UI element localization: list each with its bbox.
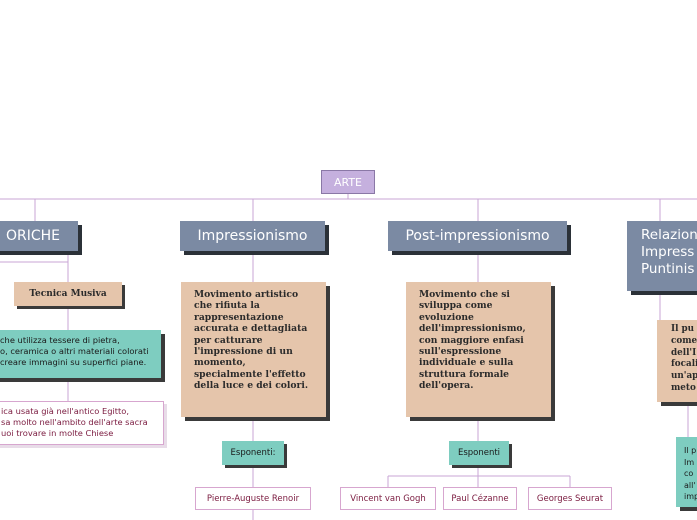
relazioni-note-line-5: imp	[684, 492, 697, 501]
history-line-2: sa molto nell'ambito dell'arte sacra	[1, 417, 148, 427]
root-node-arte[interactable]: ARTE	[321, 170, 375, 194]
relazioni-desc-line-2: come	[671, 335, 697, 346]
post-desc-line-8: struttura formale	[419, 368, 510, 380]
relazioni-note-line-2: Im	[684, 457, 695, 467]
artist-renoir[interactable]: Pierre-Auguste Renoir	[195, 487, 311, 510]
impressionismo-esponenti-label: Esponenti:	[230, 448, 276, 458]
artist-van-gogh[interactable]: Vincent van Gogh	[340, 487, 436, 510]
post-impressionismo-description[interactable]: Movimento che si sviluppa come evoluzion…	[406, 282, 551, 417]
artist-renoir-label: Pierre-Auguste Renoir	[206, 493, 300, 504]
impressionismo-desc-line-9: della luce e dei colori.	[194, 380, 309, 392]
artist-cezanne[interactable]: Paul Cézanne	[443, 487, 517, 510]
topic-tecniche-label: ORICHE	[5, 228, 61, 244]
relazioni-desc-line-5: un'ap	[671, 371, 697, 382]
definition-line-1: che utilizza tessere di pietra,	[0, 335, 120, 345]
impressionismo-desc-line-3: rappresentazione	[194, 311, 284, 323]
artist-seurat[interactable]: Georges Seurat	[528, 487, 612, 510]
impressionismo-description[interactable]: Movimento artistico che rifiuta la rappr…	[181, 282, 326, 417]
relazioni-note-line-3: co	[684, 469, 694, 478]
relazioni-title-line-2: Impress	[641, 244, 695, 260]
definition-line-3: creare immagini su superfici piane.	[0, 357, 147, 367]
post-desc-line-5: con maggiore enfasi	[419, 334, 524, 346]
technique-history[interactable]: ica usata già nell'antico Egitto, sa mol…	[0, 401, 164, 445]
relazioni-title-line-3: Puntinis	[641, 261, 695, 277]
post-desc-line-1: Movimento che si	[419, 289, 510, 300]
topic-post-impressionismo-label: Post-impressionismo	[405, 228, 550, 244]
impressionismo-esponenti[interactable]: Esponenti:	[222, 441, 284, 465]
post-desc-line-4: dell'impressionismo,	[419, 323, 526, 335]
post-desc-line-9: dell'opera.	[419, 380, 474, 392]
post-esponenti-label: Esponenti	[457, 448, 501, 458]
relazioni-desc-line-3: dell'I	[671, 347, 697, 358]
impressionismo-desc-line-2: che rifiuta la	[194, 300, 260, 312]
relazioni-note-line-4: all'	[684, 480, 696, 490]
topic-impressionismo[interactable]: Impressionismo	[180, 221, 325, 251]
post-desc-line-2: sviluppa come	[419, 300, 493, 312]
impressionismo-desc-line-4: accurata e dettagliata	[194, 323, 308, 335]
relazioni-title-line-1: Relazion	[641, 227, 697, 243]
relazioni-description[interactable]: Il pu come dell'I focali un'ap meto	[657, 320, 697, 402]
relazioni-desc-line-1: Il pu	[671, 324, 695, 334]
topic-relazioni[interactable]: Relazion Impress Puntinis	[627, 221, 697, 291]
history-line-3: uoi trovare in molte Chiese	[1, 428, 114, 438]
relazioni-desc-line-4: focali	[671, 359, 697, 370]
artist-seurat-label: Georges Seurat	[536, 493, 604, 504]
relazioni-note-line-1: Il p	[684, 446, 697, 455]
technique-tecnica-musiva[interactable]: Tecnica Musiva	[14, 282, 122, 306]
post-desc-line-3: evoluzione	[419, 311, 474, 323]
definition-line-2: o, ceramica o altri materiali colorati	[0, 346, 149, 356]
technique-label: Tecnica Musiva	[29, 289, 107, 299]
impressionismo-desc-line-8: specialmente l'effetto	[194, 368, 306, 380]
post-desc-line-7: individuale e sulla	[419, 357, 514, 369]
artist-cezanne-label: Paul Cézanne	[451, 493, 509, 504]
impressionismo-desc-line-5: per catturare	[194, 334, 263, 346]
topic-impressionismo-label: Impressionismo	[197, 228, 308, 244]
impressionismo-desc-line-7: momento,	[194, 357, 246, 369]
post-desc-line-6: sull'espressione	[419, 346, 502, 358]
technique-definition[interactable]: che utilizza tessere di pietra, o, ceram…	[0, 330, 161, 378]
relazioni-desc-line-6: meto	[671, 382, 696, 393]
impressionismo-desc-line-6: l'impressione di un	[194, 346, 293, 358]
relazioni-note[interactable]: Il p Im co all' imp	[676, 437, 697, 507]
topic-tecniche[interactable]: ORICHE	[0, 221, 78, 251]
topic-post-impressionismo[interactable]: Post-impressionismo	[388, 221, 567, 251]
artist-van-gogh-label: Vincent van Gogh	[350, 493, 426, 504]
post-impressionismo-esponenti[interactable]: Esponenti	[449, 441, 509, 465]
history-line-1: ica usata già nell'antico Egitto,	[1, 406, 129, 416]
impressionismo-desc-line-1: Movimento artistico	[194, 289, 299, 300]
